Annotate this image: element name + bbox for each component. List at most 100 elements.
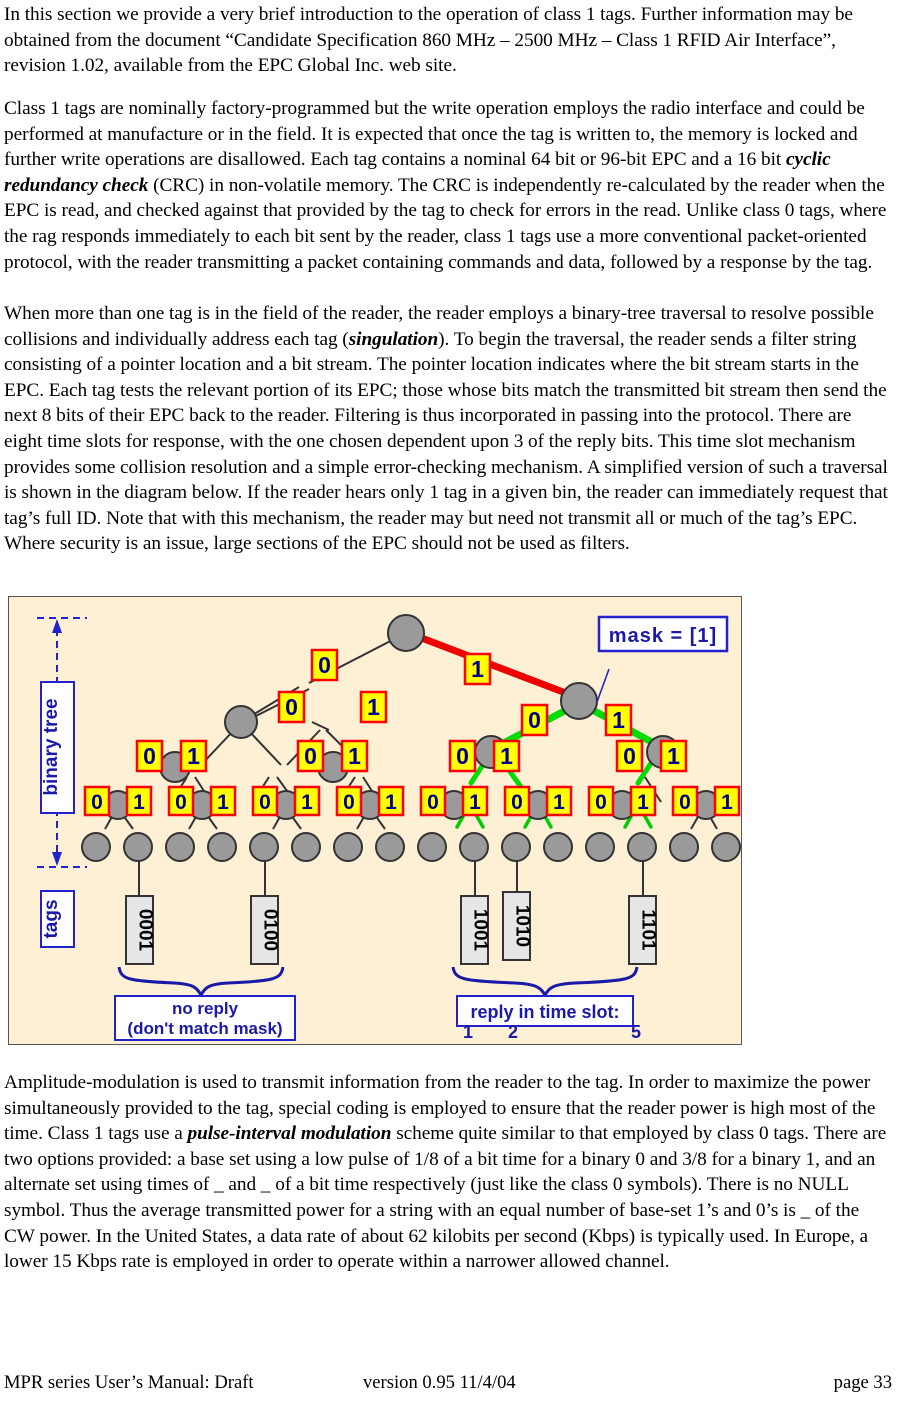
- bit-label-l2-7: 1: [659, 739, 688, 773]
- svg-text:1: 1: [612, 707, 625, 733]
- tree-leaf-0100[interactable]: [249, 832, 279, 862]
- svg-text:0: 0: [595, 791, 607, 814]
- paragraph-am-part-b: scheme quite similar to that employed by…: [4, 1123, 887, 1273]
- footer-version: version 0.95 11/4/04: [363, 1372, 516, 1393]
- no-reply-line1: no reply: [172, 999, 239, 1018]
- bit-label-root-1: 1: [463, 652, 492, 686]
- tree-leaf-1001[interactable]: [459, 832, 489, 862]
- tag-box-1010[interactable]: 1010: [502, 891, 533, 961]
- tree-leaf-1101[interactable]: [627, 832, 657, 862]
- bit-label-l3-15: 1: [713, 785, 741, 817]
- tag-boxes: 0001 0100 1001 1010 1101: [125, 891, 659, 965]
- tag-label-1101: 1101: [638, 909, 659, 951]
- footer-document-title: MPR series User’s Manual: Draft: [4, 1372, 254, 1393]
- bit-label-l3-7: 1: [377, 785, 405, 817]
- tree-leaf-0001[interactable]: [123, 832, 153, 862]
- bit-label-l2-1: 1: [179, 739, 208, 773]
- svg-text:0: 0: [456, 743, 469, 769]
- bit-label-l3-5: 1: [293, 785, 321, 817]
- bit-label-l2-6: 0: [615, 739, 644, 773]
- svg-text:1: 1: [553, 791, 565, 814]
- time-slot-number-5: 5: [631, 1022, 641, 1042]
- emphasis-pulse-interval-modulation: pulse-interval modulation: [187, 1123, 392, 1145]
- tree-leaf-1010[interactable]: [501, 832, 531, 862]
- tree-leaf-1000[interactable]: [417, 832, 447, 862]
- bit-label-l3-13: 1: [629, 785, 657, 817]
- emphasis-singulation: singulation: [348, 328, 439, 350]
- tag-box-0100[interactable]: 0100: [250, 895, 281, 965]
- binary-tree-label-box: [40, 681, 75, 814]
- bit-label-l3-12: 0: [587, 785, 615, 817]
- tree-leaf-0011[interactable]: [207, 832, 237, 862]
- tree-leaf-1011[interactable]: [543, 832, 573, 862]
- binary-tree-diagram: binary tree tags: [37, 614, 741, 1042]
- bit-label-l3-2: 0: [167, 785, 195, 817]
- bit-label-l3-10: 0: [503, 785, 531, 817]
- svg-text:0: 0: [511, 791, 523, 814]
- tree-leaf-0110[interactable]: [333, 832, 363, 862]
- bit-label-l2-3: 1: [340, 739, 369, 773]
- footer-page-number: page 33: [833, 1372, 892, 1393]
- svg-text:0: 0: [343, 791, 355, 814]
- svg-text:1: 1: [187, 743, 200, 769]
- bit-label-l2-5: 1: [492, 739, 521, 773]
- bit-label-l3-11: 1: [545, 785, 573, 817]
- svg-text:1: 1: [133, 791, 145, 814]
- mask-callout-leader-line: [596, 668, 610, 703]
- tree-leaf-0010[interactable]: [165, 832, 195, 862]
- tree-leaf-0101[interactable]: [291, 832, 321, 862]
- bit-label-l3-1: 1: [125, 785, 153, 817]
- bit-label-l3-8: 0: [419, 785, 447, 817]
- tags-label-box: [40, 890, 75, 948]
- bit-label-l1-0: 0: [277, 690, 306, 724]
- bit-labels-level2: 0 1 0 1 0: [135, 739, 688, 773]
- paragraph-class1-tags: Class 1 tags are nominally factory-progr…: [4, 96, 888, 275]
- binary-tree-label: binary tree: [41, 698, 62, 795]
- tree-leaf-1100[interactable]: [585, 832, 615, 862]
- mask-callout-box: [597, 615, 729, 653]
- bit-label-l3-6: 0: [335, 785, 363, 817]
- paragraph-singulation-part-a: When more than one tag is in the field o…: [4, 303, 874, 350]
- mask-callout: mask = [1]: [596, 615, 729, 703]
- bit-label-l3-9: 1: [461, 785, 489, 817]
- reply-slot-box: [456, 995, 634, 1027]
- svg-text:0: 0: [528, 707, 541, 733]
- tag-box-1001[interactable]: 1001: [460, 895, 491, 965]
- tree-leaf-1110[interactable]: [669, 832, 699, 862]
- bit-label-l1-1: 1: [359, 690, 388, 724]
- bit-label-l1-2: 0: [520, 703, 549, 737]
- tree-leaf-0111[interactable]: [375, 832, 405, 862]
- svg-text:1: 1: [301, 791, 313, 814]
- tree-node-0[interactable]: [224, 705, 258, 739]
- tree-leaf-1111[interactable]: [711, 832, 741, 862]
- time-slot-number-2: 2: [508, 1022, 518, 1042]
- svg-text:1: 1: [367, 694, 380, 720]
- tag-connectors: [138, 861, 644, 896]
- tree-node-root[interactable]: [387, 614, 425, 652]
- emphasis-cyclic-redundancy-check: cyclic redundancy check: [4, 149, 831, 196]
- svg-text:0: 0: [285, 694, 298, 720]
- tag-box-1101[interactable]: 1101: [628, 895, 659, 965]
- tag-box-0001[interactable]: 0001: [125, 895, 156, 965]
- svg-text:1: 1: [667, 743, 680, 769]
- tag-label-1001: 1001: [470, 909, 491, 952]
- svg-text:0: 0: [304, 743, 317, 769]
- reply-slot-brace-icon: [451, 966, 639, 999]
- svg-text:1: 1: [385, 791, 397, 814]
- tags-label: tags: [41, 899, 62, 938]
- time-slot-number-1: 1: [463, 1022, 473, 1042]
- edge-L1a-right: [247, 729, 282, 766]
- no-reply-brace-icon: [117, 966, 285, 999]
- paragraph-singulation: When more than one tag is in the field o…: [4, 301, 888, 557]
- tag-label-0100: 0100: [260, 909, 281, 951]
- edge-L1b-up: [311, 721, 330, 731]
- svg-text:1: 1: [721, 791, 733, 814]
- tree-node-1[interactable]: [560, 682, 598, 720]
- no-reply-callout: no reply (don't match mask): [114, 966, 296, 1041]
- paragraph-class1-part-a: Class 1 tags are nominally factory-progr…: [4, 98, 865, 171]
- bit-label-l3-0: 0: [83, 785, 111, 817]
- paragraph-class1-part-b: (CRC) in non-volatile memory. The CRC is…: [4, 174, 887, 273]
- binary-tree-arrow-down-icon: [52, 852, 62, 866]
- bit-label-l2-2: 0: [296, 739, 325, 773]
- tree-leaf-0000[interactable]: [81, 832, 111, 862]
